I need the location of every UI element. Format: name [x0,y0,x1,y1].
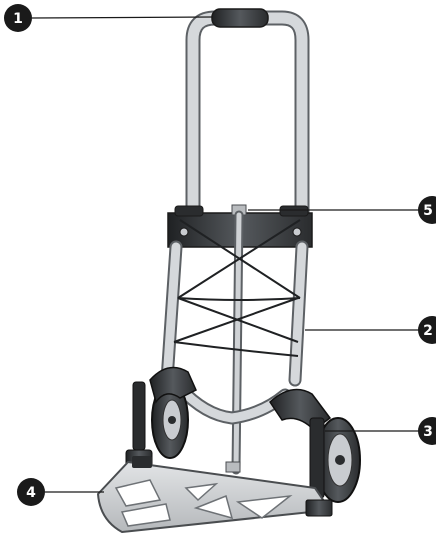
callout-label-1: 1 [13,11,23,27]
callout-label-3: 3 [423,424,433,440]
callout-4: 4 [17,478,45,506]
right-wheel [269,388,361,503]
toe-plate [97,456,333,533]
callout-label-5: 5 [423,203,433,219]
handle-grip [211,8,269,28]
callout-1: 1 [4,4,32,32]
callout-3: 3 [418,417,436,445]
callout-label-2: 2 [423,323,433,339]
leader-lines [31,16,420,493]
handle-frame [185,10,310,223]
callout-label-4: 4 [26,485,36,501]
callout-5: 5 [418,196,436,224]
callout-2: 2 [418,316,436,344]
bungee-cords [173,219,301,357]
